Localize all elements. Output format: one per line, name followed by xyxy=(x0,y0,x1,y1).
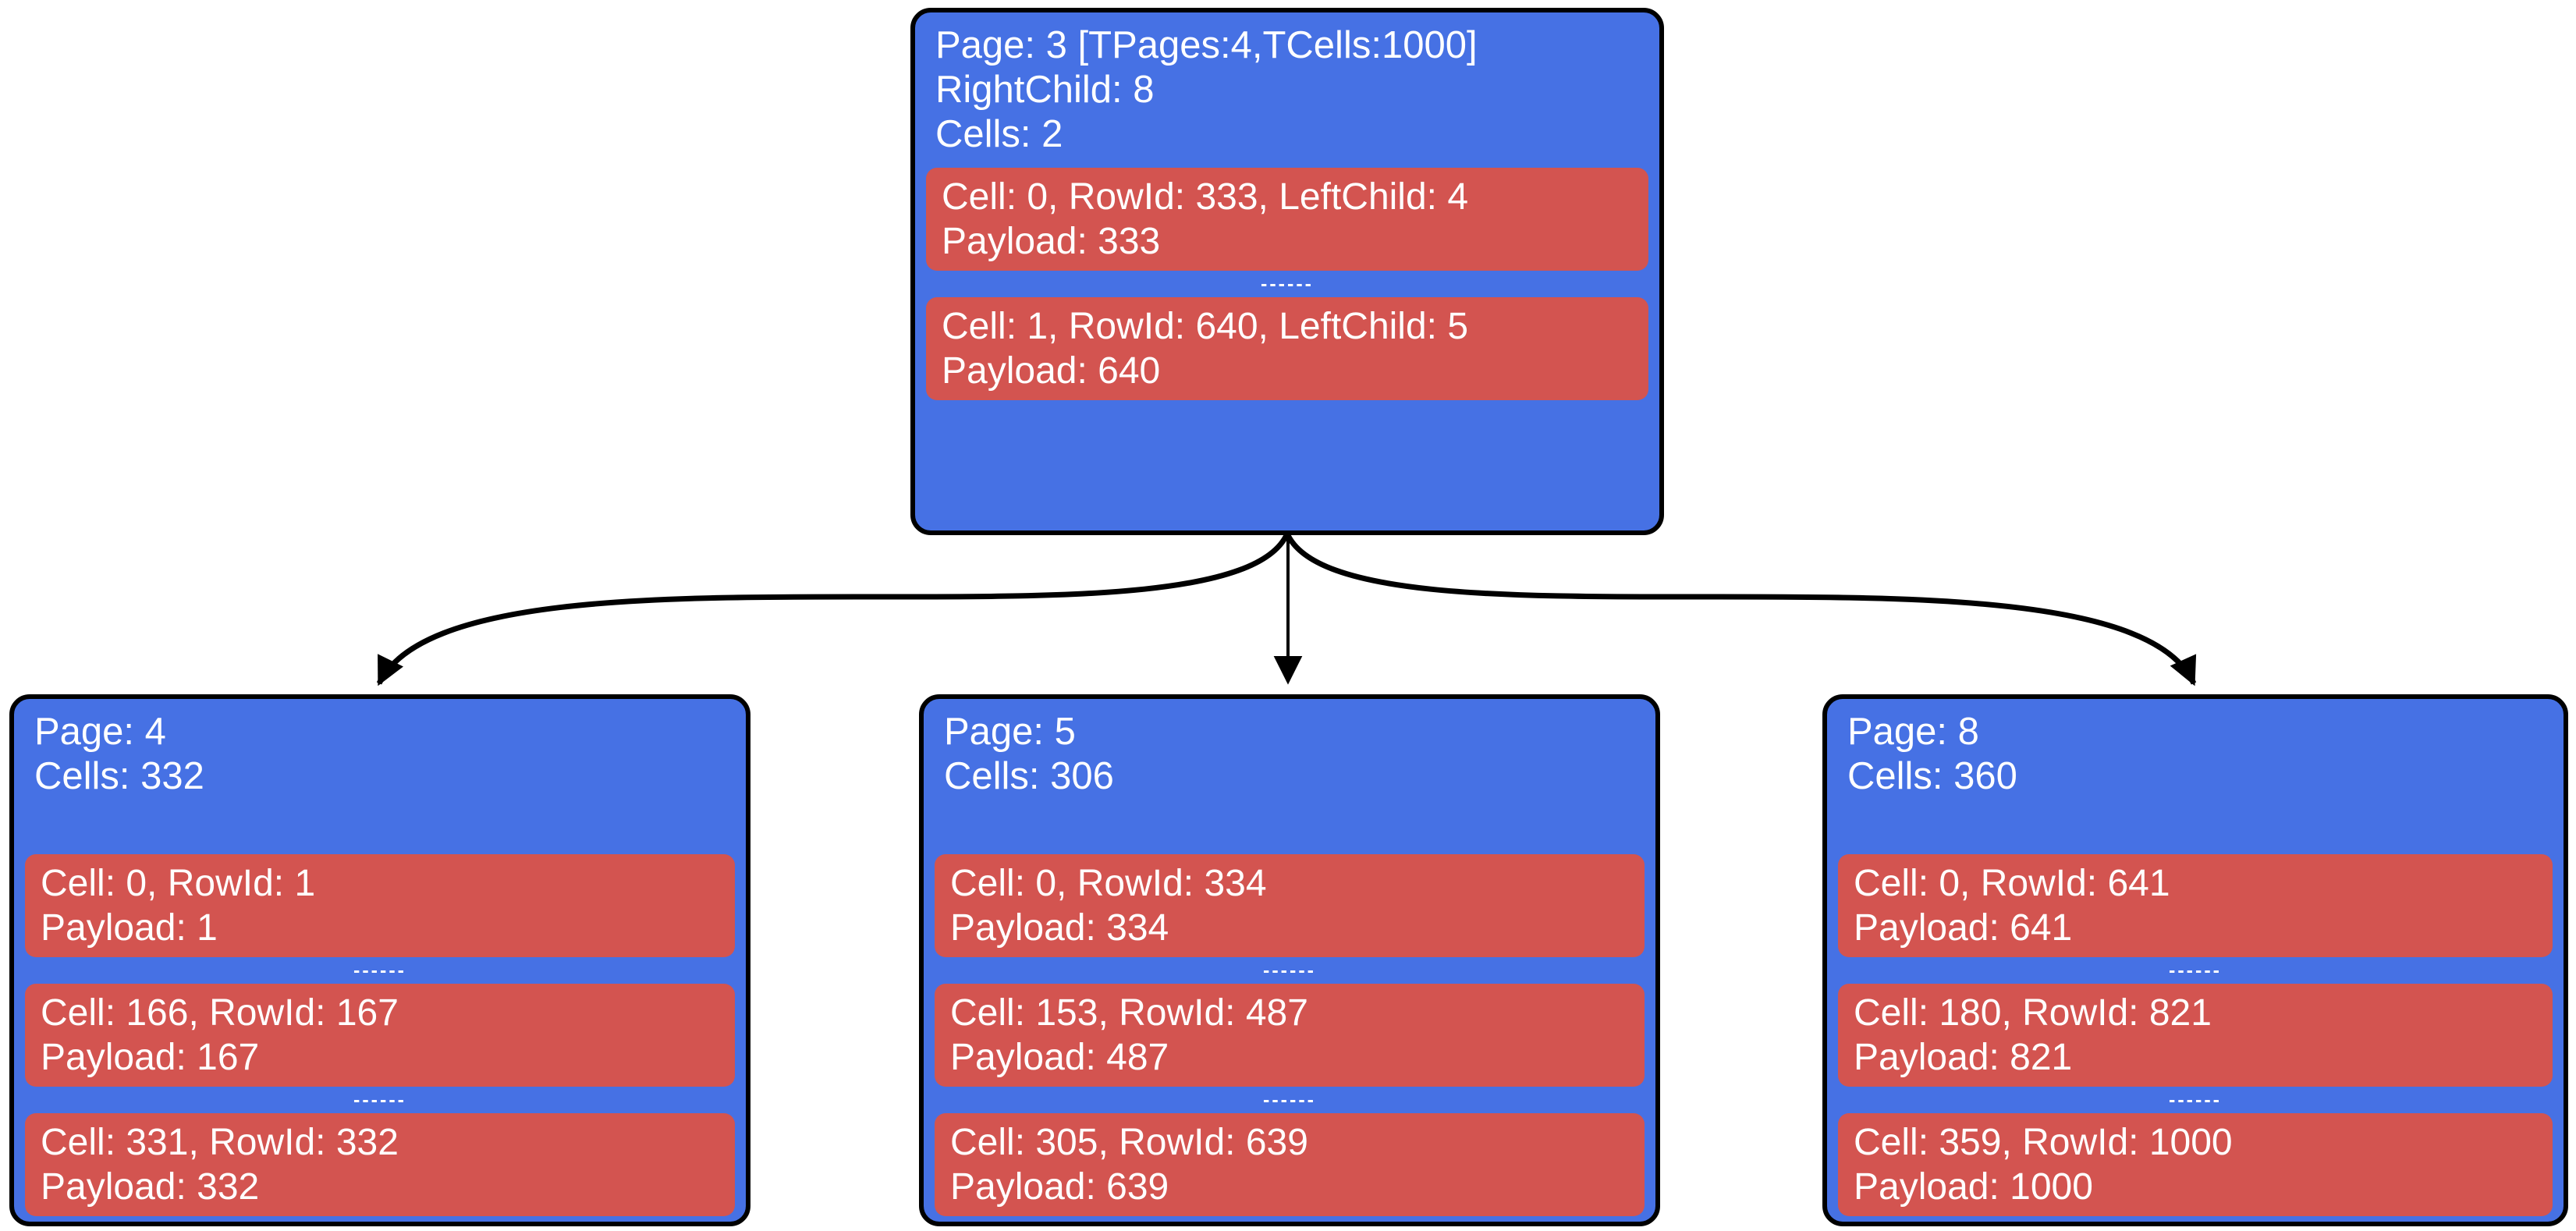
node-page-8-cell-1: Cell: 180, RowId: 821 Payload: 821 xyxy=(1838,984,2553,1087)
cell-separator: ------ xyxy=(1263,1088,1316,1111)
cell-payload: Payload: 821 xyxy=(1854,1037,2073,1078)
cell-info: Cell: 0, RowId: 1 xyxy=(41,863,316,904)
node-page-5: Page: 5 Cells: 306 Cell: 0, RowId: 334 P… xyxy=(919,694,1660,1226)
cell-separator: ------ xyxy=(353,1088,406,1111)
cell-info: Cell: 153, RowId: 487 xyxy=(950,992,1308,1034)
cell-payload: Payload: 639 xyxy=(950,1166,1169,1208)
cell-info: Cell: 1, RowId: 640, LeftChild: 5 xyxy=(942,306,1469,347)
node-page-5-cellcount: Cells: 306 xyxy=(944,755,1114,797)
cell-payload: Payload: 640 xyxy=(942,350,1161,392)
node-page-4-cellcount: Cells: 332 xyxy=(34,755,204,797)
node-page-4-cell-2: Cell: 331, RowId: 332 Payload: 332 xyxy=(25,1113,735,1216)
node-page-5-cell-2: Cell: 305, RowId: 639 Payload: 639 xyxy=(935,1113,1645,1216)
node-page-4: Page: 4 Cells: 332 Cell: 0, RowId: 1 Pay… xyxy=(9,694,750,1226)
node-page-5-cell-1: Cell: 153, RowId: 487 Payload: 487 xyxy=(935,984,1645,1087)
cell-payload: Payload: 487 xyxy=(950,1037,1169,1078)
cell-info: Cell: 180, RowId: 821 xyxy=(1854,992,2212,1034)
cell-info: Cell: 0, RowId: 334 xyxy=(950,863,1267,904)
node-page-4-cell-1: Cell: 166, RowId: 167 Payload: 167 xyxy=(25,984,735,1087)
cell-payload: Payload: 641 xyxy=(1854,907,2073,949)
edge-root-to-page8 xyxy=(1284,532,2197,686)
cell-info: Cell: 359, RowId: 1000 xyxy=(1854,1122,2233,1163)
node-page-8-cellcount: Cells: 360 xyxy=(1847,755,2017,797)
cell-info: Cell: 166, RowId: 167 xyxy=(41,992,399,1034)
cell-separator: ------ xyxy=(2169,1088,2222,1111)
cell-payload: Payload: 167 xyxy=(41,1037,260,1078)
node-page-3-cell-1: Cell: 1, RowId: 640, LeftChild: 5 Payloa… xyxy=(926,297,1648,400)
cell-separator: ------ xyxy=(1261,272,1314,295)
node-page-5-header: Page: 5 Cells: 306 xyxy=(935,705,1645,854)
node-page-3-header: Page: 3 [TPages:4,TCells:1000] RightChil… xyxy=(926,19,1648,168)
cell-payload: Payload: 334 xyxy=(950,907,1169,949)
cell-separator: ------ xyxy=(353,959,406,981)
node-page-4-header: Page: 4 Cells: 332 xyxy=(25,705,735,854)
cell-info: Cell: 305, RowId: 639 xyxy=(950,1122,1308,1163)
node-page-3: Page: 3 [TPages:4,TCells:1000] RightChil… xyxy=(910,8,1664,535)
cell-info: Cell: 331, RowId: 332 xyxy=(41,1122,399,1163)
node-page-8-header: Page: 8 Cells: 360 xyxy=(1838,705,2553,854)
node-page-8-cell-0: Cell: 0, RowId: 641 Payload: 641 xyxy=(1838,854,2553,957)
cell-info: Cell: 0, RowId: 333, LeftChild: 4 xyxy=(942,176,1469,218)
cell-payload: Payload: 1000 xyxy=(1854,1166,2093,1208)
node-page-3-rightchild: RightChild: 8 xyxy=(935,69,1155,111)
node-page-3-cellcount: Cells: 2 xyxy=(935,113,1063,155)
cell-payload: Payload: 333 xyxy=(942,221,1161,262)
node-page-5-title: Page: 5 xyxy=(944,711,1076,753)
node-page-4-cell-0: Cell: 0, RowId: 1 Payload: 1 xyxy=(25,854,735,957)
node-page-8: Page: 8 Cells: 360 Cell: 0, RowId: 641 P… xyxy=(1822,694,2568,1226)
node-page-3-title: Page: 3 [TPages:4,TCells:1000] xyxy=(935,24,1478,66)
cell-separator: ------ xyxy=(1263,959,1316,981)
cell-info: Cell: 0, RowId: 641 xyxy=(1854,863,2170,904)
node-page-4-title: Page: 4 xyxy=(34,711,166,753)
node-page-8-title: Page: 8 xyxy=(1847,711,1979,753)
edge-root-to-page4 xyxy=(376,532,1290,686)
cell-separator: ------ xyxy=(2169,959,2222,981)
node-page-3-cell-0: Cell: 0, RowId: 333, LeftChild: 4 Payloa… xyxy=(926,168,1648,271)
node-page-5-cell-0: Cell: 0, RowId: 334 Payload: 334 xyxy=(935,854,1645,957)
cell-payload: Payload: 332 xyxy=(41,1166,260,1208)
node-page-8-cell-2: Cell: 359, RowId: 1000 Payload: 1000 xyxy=(1838,1113,2553,1216)
cell-payload: Payload: 1 xyxy=(41,907,218,949)
